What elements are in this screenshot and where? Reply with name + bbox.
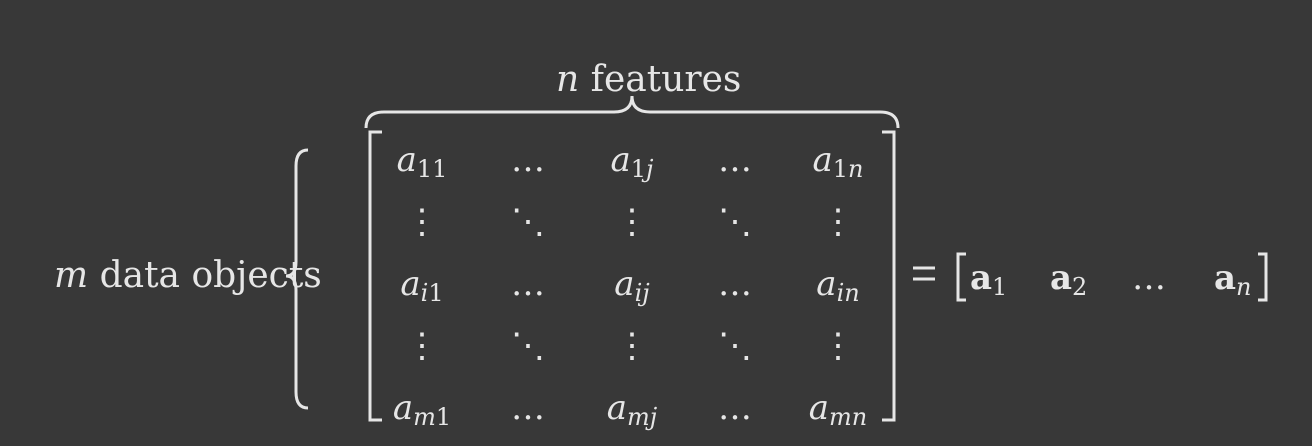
vector-subscript: 2 (1072, 273, 1088, 301)
entry-subscript: m1 (413, 403, 452, 431)
entry-subscript: mn (829, 403, 868, 431)
entry-subscript: mj (627, 403, 658, 431)
column-vector: a1 (970, 258, 1008, 301)
matrix-entry: amn (783, 388, 893, 431)
matrix-ellipsis: ⋮ (615, 326, 649, 366)
matrix-left-bracket (368, 130, 382, 422)
matrix-ellipsis: ⋮ (821, 326, 855, 366)
column-vector: an (1214, 258, 1252, 301)
matrix-ellipsis: ⋮ (405, 202, 439, 242)
features-text: features (579, 59, 742, 100)
vector-right-bracket (1258, 252, 1268, 302)
entry-subscript: ij (634, 279, 650, 307)
features-label: n features (556, 60, 741, 100)
matrix-ellipsis: … (511, 264, 545, 304)
matrix-ellipsis: … (718, 264, 752, 304)
entry-subscript: in (836, 279, 860, 307)
matrix-entry: a1j (577, 140, 687, 183)
entry-symbol: a (396, 140, 417, 180)
entry-symbol: a (816, 264, 837, 304)
data-objects-text: data objects (88, 255, 322, 296)
matrix-entry: amj (577, 388, 687, 431)
matrix-entry: aij (577, 264, 687, 307)
entry-symbol: a (606, 388, 628, 428)
vector-ellipsis: … (1132, 258, 1166, 298)
vector-left-bracket (956, 252, 966, 302)
matrix-ellipsis: … (718, 140, 752, 180)
matrix-ellipsis: ⋮ (405, 326, 439, 366)
top-brace (364, 95, 900, 129)
vector-symbol: a (970, 258, 993, 298)
entry-subscript: 1n (832, 155, 864, 183)
matrix-entry: a11 (367, 140, 477, 183)
matrix-ellipsis: ⋱ (718, 326, 752, 366)
entry-symbol: a (614, 264, 635, 304)
matrix-ellipsis: … (511, 140, 545, 180)
matrix-entry: am1 (367, 388, 477, 431)
entry-subscript: 11 (416, 155, 448, 183)
features-count-var: n (556, 59, 580, 100)
matrix-ellipsis: ⋮ (821, 202, 855, 242)
matrix-ellipsis: … (718, 388, 752, 428)
vector-symbol: a (1214, 258, 1237, 298)
matrix-ellipsis: ⋱ (511, 202, 545, 242)
entry-symbol: a (400, 264, 421, 304)
matrix-entry: a1n (783, 140, 893, 183)
entry-subscript: i1 (420, 279, 444, 307)
matrix-ellipsis: ⋮ (615, 202, 649, 242)
matrix-right-bracket (882, 130, 896, 422)
matrix-ellipsis: ⋱ (511, 326, 545, 366)
vector-symbol: a (1050, 258, 1073, 298)
matrix-ellipsis: … (511, 388, 545, 428)
left-brace (285, 148, 309, 410)
matrix-ellipsis: ⋱ (718, 202, 752, 242)
matrix-entry: ain (783, 264, 893, 307)
entry-symbol: a (610, 140, 631, 180)
entry-symbol: a (812, 140, 833, 180)
vector-subscript: n (1236, 273, 1252, 301)
entry-symbol: a (808, 388, 830, 428)
entry-subscript: 1j (630, 155, 654, 183)
entry-symbol: a (392, 388, 414, 428)
objects-count-var: m (54, 255, 89, 296)
data-objects-label: m data objects (54, 256, 322, 296)
column-vector: a2 (1050, 258, 1088, 301)
matrix-entry: ai1 (367, 264, 477, 307)
vector-subscript: 1 (992, 273, 1008, 301)
